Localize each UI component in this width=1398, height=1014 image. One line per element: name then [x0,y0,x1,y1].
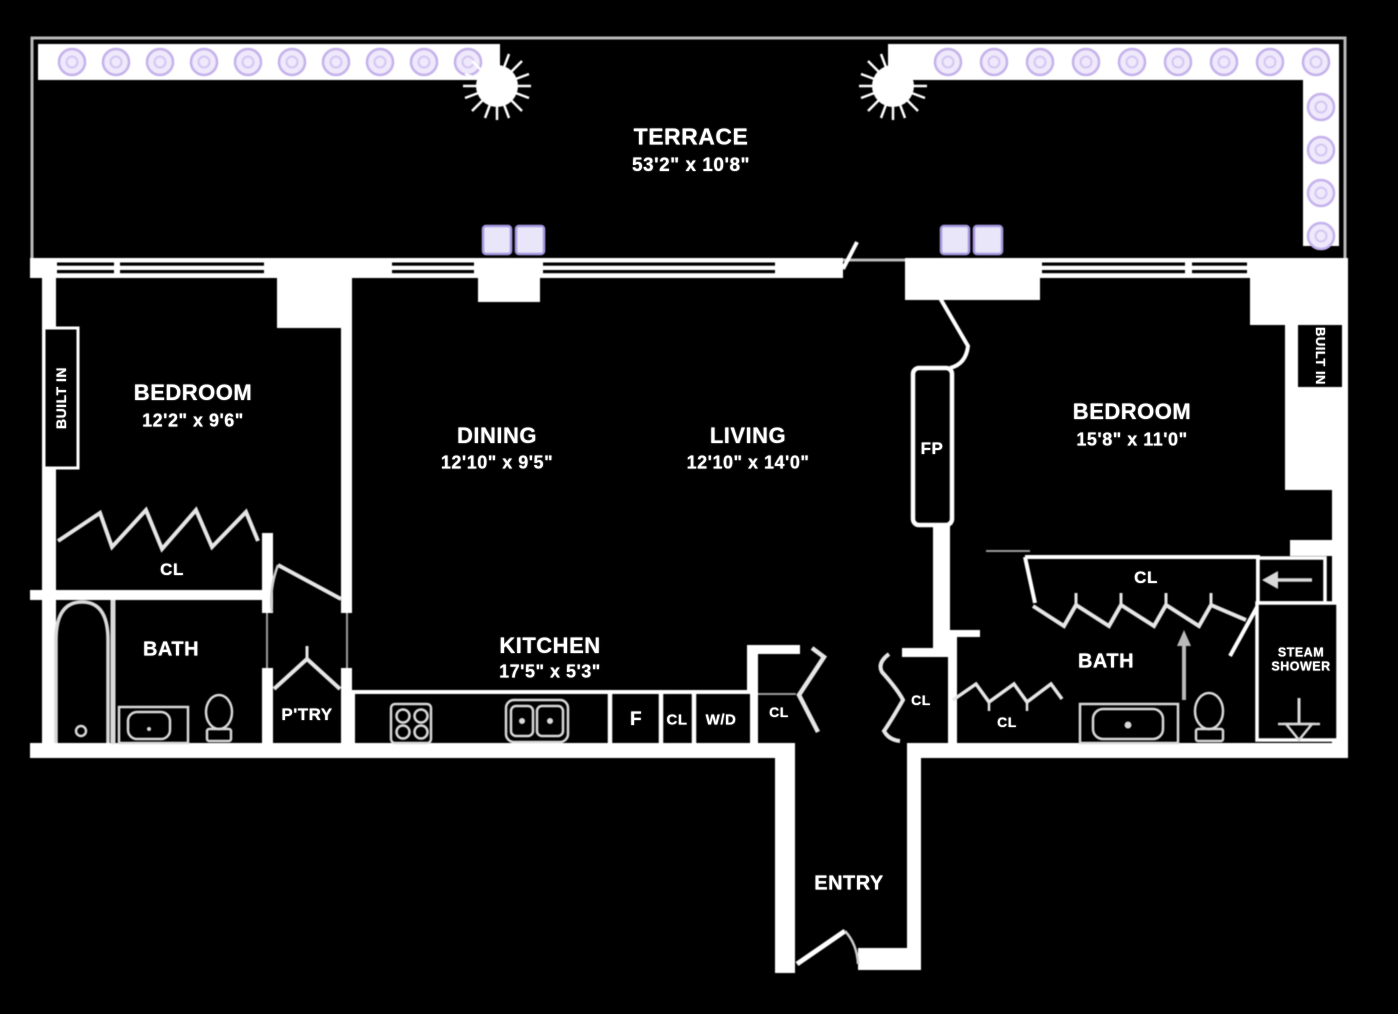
closet-label-kitchen: CL [666,711,688,729]
closet-label-bedroom-right: CL [1134,568,1158,587]
living-label: LIVING [709,423,787,448]
bedroom-right-dims: 15'8" x 11'0" [1076,429,1188,450]
bedroom-left-label: BEDROOM [133,380,253,405]
built-in-left-box [42,326,80,470]
toilet-right-icon [1193,691,1225,743]
refrigerator-label: F [629,709,643,730]
bathtub-icon [54,600,116,744]
washer-dryer-label: W/D [705,711,737,729]
bedroom-left-door [270,563,342,613]
stove-icon [389,702,433,745]
kitchen-sink-icon [504,698,570,744]
fireplace [910,296,971,528]
terrace-door [841,241,859,270]
bedroom-right-label: BEDROOM [1072,399,1192,424]
closet-accordion-door-left [56,506,260,553]
closet-label-entry-right: CL [911,692,931,708]
toilet-left-icon [204,693,234,743]
closet-accordion-door-bath-right [952,681,1064,711]
dining-label: DINING [457,423,537,448]
steam-shower-label: STEAM SHOWER [1271,645,1331,674]
living-dims: 12'10" x 14'0" [686,452,810,473]
closet-label-bedroom-left: CL [160,560,184,579]
plant-icons [461,50,929,122]
thin-track-lines [266,550,1030,695]
exterior-walls [30,258,1348,758]
built-in-right-box [1298,325,1342,387]
kitchen-label: KITCHEN [499,633,601,658]
kitchen-dims: 17'5" x 5'3" [499,661,601,682]
built-in-right-label: BUILT IN [1313,327,1329,385]
vanity-sink-left-icon [117,705,190,745]
pantry-label: P'TRY [281,705,333,724]
interior-walls [30,278,980,973]
pocket-door-arrow-icon [1177,630,1191,700]
pantry-door [272,646,342,691]
fireplace-label: FP [920,439,944,458]
closet-label-bath-right: CL [997,714,1017,730]
closet-bifold-door-entry-left [796,646,828,734]
bath-right-label: BATH [1077,650,1135,673]
bedroom-left-dims: 12'2" x 9'6" [142,410,244,431]
shower-entry-arrow-icon [1256,556,1327,605]
bath-left-label: BATH [142,638,200,661]
dining-dims: 12'10" x 9'5" [440,452,554,473]
vanity-sink-right-icon [1078,702,1180,745]
entry-label: ENTRY [814,872,884,895]
terrace-dims: 53'2" x 10'8" [631,155,751,176]
closet-accordion-door-bedroom-right [1031,593,1247,629]
entry-door [795,928,860,967]
closet-curved-door-entry-right [878,652,906,743]
built-in-left-label: BUILT IN [53,366,69,430]
closet-label-entry-left: CL [769,704,789,720]
shower-head-symbol-icon [1278,698,1320,742]
planter-box-icons [481,224,1004,256]
terrace-label: TERRACE [633,123,749,150]
window-icons [57,262,1247,274]
